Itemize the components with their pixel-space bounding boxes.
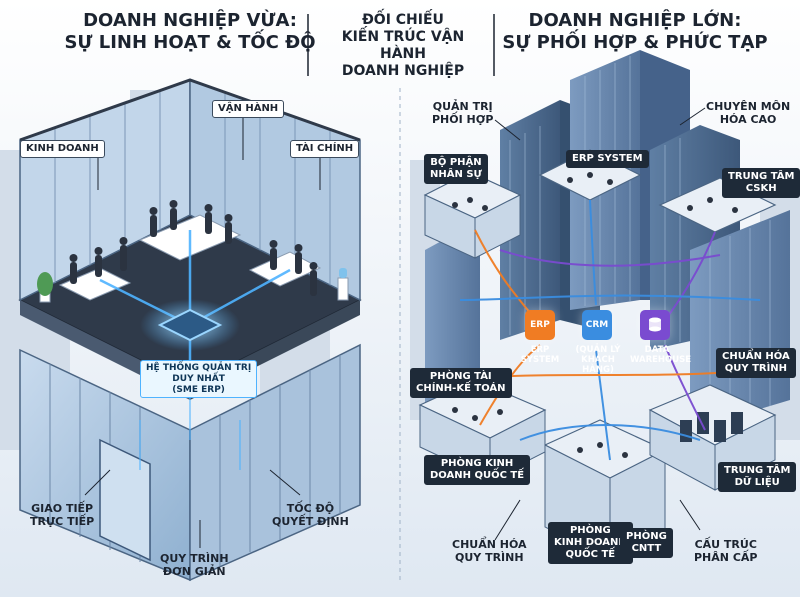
caption-chuan-hoa-line2: QUY TRÌNH (454, 551, 524, 565)
plant-icon (37, 272, 53, 303)
tower-back-left (500, 100, 560, 340)
tag-kd-qt-line2: DOANH QUỐC TẾ (430, 470, 525, 481)
tag-du-lieu-line1: TRUNG TÂM (724, 465, 791, 476)
header-comparison: ĐỐI CHIẾU KIẾN TRÚC VẬN HÀNH DOANH NGHIỆ… (318, 12, 488, 80)
caption-cau-truc-line2: PHÂN CẤP (694, 551, 758, 565)
svc-crm-label: (QUẢN LÝ KHÁCH HÀNG) (568, 345, 628, 375)
tag-cskh-line1: TRUNG TÂM (728, 171, 795, 182)
office-staff (69, 200, 318, 296)
crm-icon: CRM (582, 310, 612, 340)
header-enterprise-line1: DOANH NGHIỆP LỚN: (528, 10, 742, 31)
caption-quan-tri-line2: PHỐI HỢP (432, 113, 494, 127)
header-enterprise-line2: SỰ PHỐI HỢP & PHỨC TẠP (502, 31, 768, 53)
caption-quy-trinh-line1: QUY TRÌNH (160, 552, 229, 565)
tag-tai-chinh-line2: CHÍNH-KẾ TOÁN (416, 383, 506, 394)
sme-building (18, 78, 362, 582)
svc-crm-line1: (QUẢN LÝ (575, 345, 621, 355)
tag-phong-tai-chinh: PHÒNG TÀI CHÍNH-KẾ TOÁN (410, 368, 512, 398)
enterprise-complex (418, 50, 790, 561)
caption-quan-tri-phoi-hop: QUẢN TRỊ PHỐI HỢP (432, 100, 493, 126)
caption-chuyen-mon-line2: HÓA CAO (719, 113, 777, 127)
caption-giao-tiep-line2: TRỰC TIẾP (30, 515, 95, 529)
svc-crm-line2: KHÁCH HÀNG) (581, 354, 615, 375)
tag-chuan-hoa-line1: CHUẨN HÓA (722, 351, 790, 362)
caption-giao-tiep-line1: GIAO TIẾP (31, 502, 94, 515)
tag-cntt-line1: PHÒNG (626, 531, 667, 542)
sme-erp-line3: (SME ERP) (172, 384, 225, 395)
caption-giao-tiep: GIAO TIẾP TRỰC TIẾP (30, 502, 94, 528)
caption-quy-trinh-don-gian: QUY TRÌNH ĐƠN GIẢN (160, 552, 229, 578)
tag-phong-cntt: PHÒNG CNTT (620, 528, 673, 558)
database-icon (649, 317, 661, 332)
caption-chuan-hoa-quy-trinh: CHUẨN HÓA QUY TRÌNH (452, 538, 527, 564)
tag-kd-qt-b-line2: KINH DOANH (554, 537, 627, 548)
header-sme-line1: DOANH NGHIỆP VỪA: (83, 10, 297, 31)
erp-system-icon: ERP (525, 310, 555, 340)
tag-du-lieu-line2: DỮ LIỆU (734, 477, 780, 488)
header-comparison-line2: KIẾN TRÚC VẬN HÀNH (341, 29, 465, 63)
tag-van-hanh: VẬN HÀNH (212, 100, 285, 118)
caption-toc-do-line1: TỐC ĐỘ (286, 502, 335, 515)
sme-erp-line2: DUY NHẤT (172, 373, 225, 384)
tag-tai-chinh: TÀI CHÍNH (290, 140, 360, 158)
tag-chuan-hoa-quy-trinh: CHUẨN HÓA QUY TRÌNH (716, 348, 796, 378)
caption-cau-truc-phan-cap: CẤU TRÚC PHÂN CẤP (694, 538, 757, 564)
header-sme: DOANH NGHIỆP VỪA: SỰ LINH HOẠT & TỐC ĐỘ (60, 10, 320, 54)
data-warehouse-icon (640, 310, 670, 340)
tag-nhan-su-line2: NHÂN SỰ (430, 169, 482, 180)
svc-dw-line1: DATA (644, 345, 670, 355)
header-sme-line2: SỰ LINH HOẠT & TỐC ĐỘ (64, 31, 316, 53)
water-cooler-icon (337, 268, 349, 301)
tag-cskh-line2: CSKH (745, 183, 777, 194)
sme-erp-line1: HỆ THỐNG QUẢN TRỊ (146, 363, 252, 373)
header-enterprise: DOANH NGHIỆP LỚN: SỰ PHỐI HỢP & PHỨC TẠP (500, 10, 770, 54)
caption-chuan-hoa-line1: CHUẨN HÓA (452, 538, 527, 551)
tag-bo-phan-nhan-su: BỘ PHẬN NHÂN SỰ (424, 154, 488, 184)
svc-dw-line2: WAREHOUSE (630, 354, 692, 365)
tag-phong-kinh-doanh-quoc-te: PHÒNG KINH DOANH QUỐC TẾ (424, 455, 531, 485)
header-comparison-line1: ĐỐI CHIẾU (362, 12, 444, 28)
tag-kinh-doanh: KINH DOANH (20, 140, 105, 158)
tag-nhan-su-line1: BỘ PHẬN (430, 157, 482, 168)
tag-tai-chinh-line1: PHÒNG TÀI (429, 371, 492, 382)
right-caption-pointers (494, 107, 706, 541)
tag-kd-qt-b-line1: PHÒNG (569, 525, 611, 536)
caption-quy-trinh-line2: ĐƠN GIẢN (162, 565, 226, 579)
caption-toc-do-line2: QUYẾT ĐỊNH (272, 515, 349, 529)
tag-trung-tam-cskh: TRUNG TÂM CSKH (722, 168, 800, 198)
caption-quan-tri-line1: QUẢN TRỊ (432, 100, 493, 113)
header-comparison-line3: DOANH NGHIỆP (341, 63, 465, 80)
tag-trung-tam-du-lieu: TRUNG TÂM DỮ LIỆU (718, 462, 797, 492)
caption-toc-do: TỐC ĐỘ QUYẾT ĐỊNH (272, 502, 349, 528)
caption-cau-truc-line1: CẤU TRÚC (694, 538, 757, 551)
svc-erp-label: ERP SYSTEM (520, 345, 560, 365)
left-caption-pointers (84, 118, 321, 548)
entrance-door (99, 438, 151, 562)
sme-erp-chip (157, 308, 223, 342)
caption-chuyen-mon-line1: CHUYÊN MÔN (706, 100, 791, 113)
tag-cntt-line2: CNTT (631, 543, 662, 554)
tag-kd-qt-line1: PHÒNG KINH (440, 458, 514, 469)
tag-sme-erp: HỆ THỐNG QUẢN TRỊ DUY NHẤT (SME ERP) (140, 360, 258, 399)
tag-phong-kinh-doanh-quoc-te-2: PHÒNG KINH DOANH QUỐC TẾ (548, 522, 633, 564)
tag-chuan-hoa-line2: QUY TRÌNH (724, 363, 788, 374)
svc-dw-label: DATA WAREHOUSE (630, 345, 692, 366)
tag-kd-qt-b-line3: QUỐC TẾ (565, 549, 616, 560)
caption-chuyen-mon-hoa: CHUYÊN MÔN HÓA CAO (706, 100, 790, 126)
tag-erp-system-top: ERP SYSTEM (566, 150, 649, 168)
